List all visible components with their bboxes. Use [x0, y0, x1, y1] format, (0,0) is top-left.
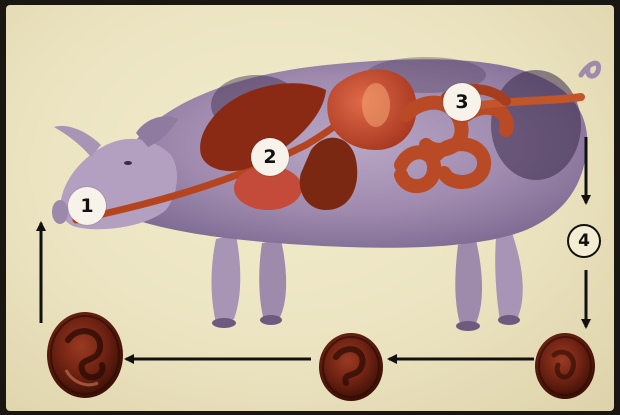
step-3-label: 3	[455, 91, 468, 113]
egg-large	[47, 312, 123, 398]
step-2-label: 2	[263, 146, 276, 168]
step-2-badge: 2	[251, 138, 289, 176]
step-4-badge: 4	[567, 224, 601, 258]
step-4-label: 4	[578, 231, 590, 251]
step-3-badge: 3	[443, 83, 481, 121]
step-1-label: 1	[80, 195, 93, 217]
step-1-badge: 1	[68, 187, 106, 225]
egg-middle	[319, 333, 383, 401]
egg-small	[535, 333, 595, 399]
diagram-panel: 1 2 3 4	[6, 5, 614, 411]
